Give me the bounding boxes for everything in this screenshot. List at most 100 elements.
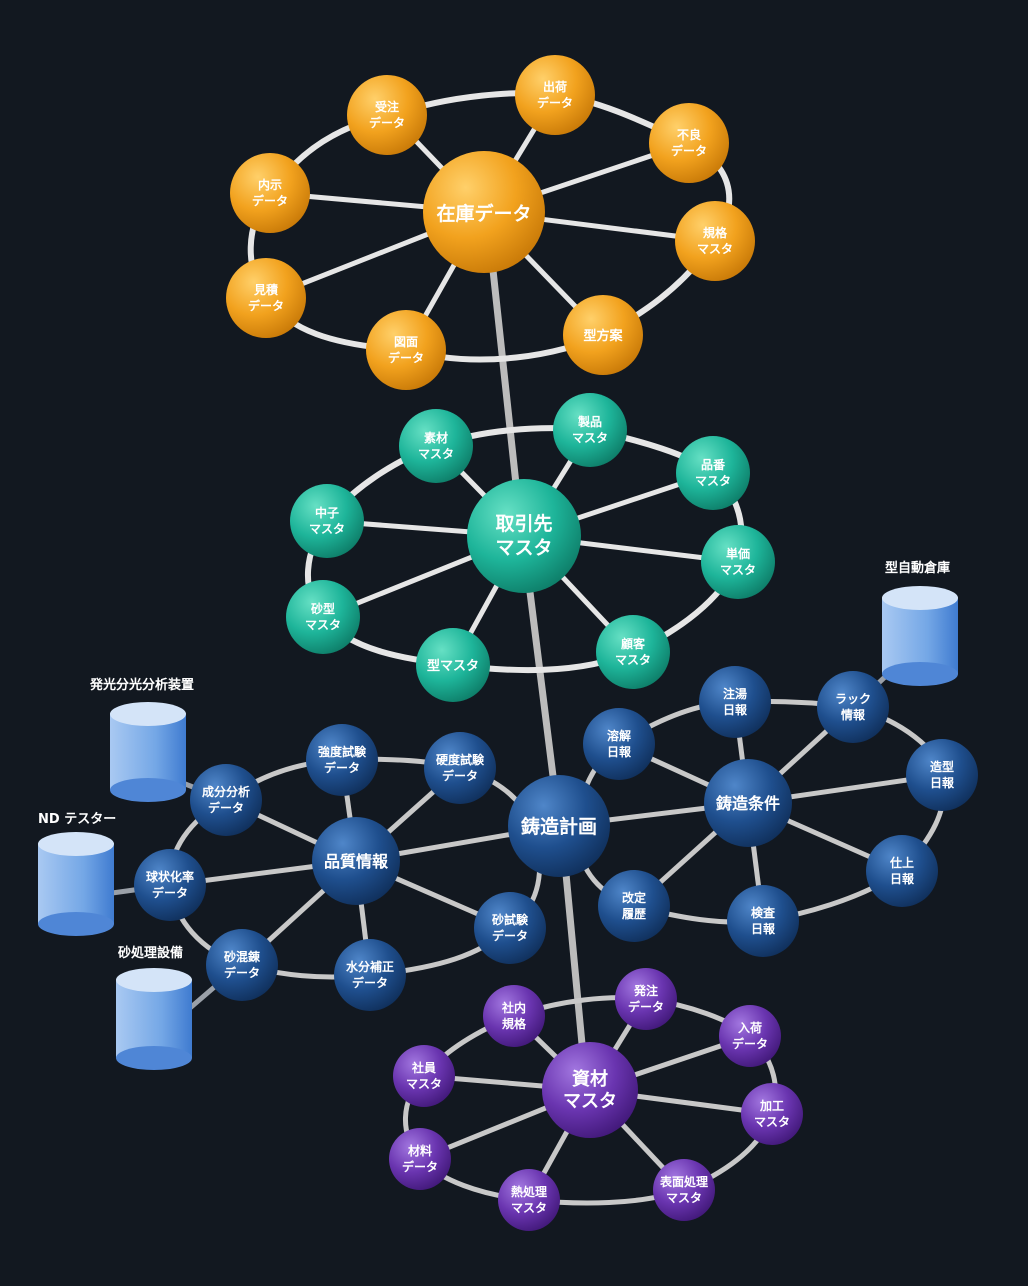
node-sphere bbox=[704, 759, 792, 847]
database-sand-equipment[interactable] bbox=[116, 968, 192, 1070]
database-auto-warehouse[interactable] bbox=[882, 586, 958, 686]
node-sphere bbox=[498, 1169, 560, 1231]
node-label: 材料データ bbox=[402, 1143, 438, 1174]
node-sphere bbox=[347, 75, 427, 155]
database-label-auto-warehouse: 型自動倉庫 bbox=[885, 561, 951, 576]
node-yokai[interactable]: 溶解日報 bbox=[583, 708, 655, 780]
node-juchu[interactable]: 受注データ bbox=[347, 75, 427, 155]
database-spectrometer[interactable] bbox=[110, 702, 186, 802]
node-katahoan[interactable]: 型方案 bbox=[563, 295, 643, 375]
node-sphere bbox=[701, 525, 775, 599]
material-hub[interactable]: 資材マスタ bbox=[542, 1042, 638, 1138]
node-label-line: 社員 bbox=[411, 1060, 436, 1075]
stock-hub[interactable]: 在庫データ bbox=[423, 151, 545, 273]
node-hinban[interactable]: 品番マスタ bbox=[676, 436, 750, 510]
node-sphere bbox=[483, 985, 545, 1047]
node-label-line: データ bbox=[252, 193, 288, 208]
node-label-line: ラック bbox=[835, 692, 871, 706]
node-furyo[interactable]: 不良データ bbox=[649, 103, 729, 183]
node-label: 規格マスタ bbox=[697, 225, 733, 256]
node-shiage[interactable]: 仕上日報 bbox=[866, 835, 938, 907]
node-naiji[interactable]: 内示データ bbox=[230, 153, 310, 233]
node-label: 水分補正データ bbox=[346, 959, 394, 990]
casting-hub[interactable]: 鋳造条件 bbox=[704, 759, 792, 847]
node-suibun[interactable]: 水分補正データ bbox=[334, 939, 406, 1011]
node-zairyo[interactable]: 材料データ bbox=[389, 1128, 451, 1190]
plan-hub-sphere bbox=[508, 775, 610, 877]
node-sphere bbox=[653, 1159, 715, 1221]
node-zokei[interactable]: 造型日報 bbox=[906, 739, 978, 811]
node-label-line: マスタ bbox=[511, 1201, 547, 1215]
node-kako[interactable]: 加工マスタ bbox=[741, 1083, 803, 1145]
node-kokyaku[interactable]: 顧客マスタ bbox=[596, 615, 670, 689]
node-label: 溶解日報 bbox=[607, 728, 632, 759]
node-hyomen[interactable]: 表面処理マスタ bbox=[653, 1159, 715, 1221]
node-kikaku[interactable]: 規格マスタ bbox=[675, 201, 755, 281]
node-seihin[interactable]: 製品マスタ bbox=[553, 393, 627, 467]
database-label-spectrometer: 発光分光分析装置 bbox=[90, 678, 195, 693]
node-netsu[interactable]: 熱処理マスタ bbox=[498, 1169, 560, 1231]
customer-hub[interactable]: 取引先マスタ bbox=[467, 479, 581, 593]
node-zumen[interactable]: 図面データ bbox=[366, 310, 446, 390]
node-label: 熱処理マスタ bbox=[511, 1184, 547, 1215]
stock-hub-sphere bbox=[423, 151, 545, 273]
node-label: 砂型マスタ bbox=[305, 601, 341, 632]
node-nakago[interactable]: 中子マスタ bbox=[290, 484, 364, 558]
node-sphere bbox=[515, 55, 595, 135]
node-label: 入荷データ bbox=[732, 1020, 768, 1051]
node-konren[interactable]: 砂混錬データ bbox=[206, 929, 278, 1001]
node-sphere bbox=[226, 258, 306, 338]
node-label: 不良データ bbox=[671, 127, 707, 158]
node-sunagata[interactable]: 砂型マスタ bbox=[286, 580, 360, 654]
link-customer-plan bbox=[526, 588, 557, 780]
node-nyuka[interactable]: 入荷データ bbox=[719, 1005, 781, 1067]
node-label-line: 砂混錬 bbox=[223, 949, 261, 964]
material-cluster: 資材マスタ 社内規格 発注データ 入荷データ 加工マスタ 表面処理マスタ 熱処理… bbox=[389, 968, 803, 1231]
node-label: 出荷データ bbox=[537, 79, 573, 110]
quality-hub[interactable]: 品質情報 bbox=[312, 817, 400, 905]
node-shanai[interactable]: 社内規格 bbox=[483, 985, 545, 1047]
node-label: 砂試験データ bbox=[491, 912, 529, 943]
node-sphere bbox=[553, 393, 627, 467]
node-sphere bbox=[699, 666, 771, 738]
node-sunashiken[interactable]: 砂試験データ bbox=[474, 892, 546, 964]
node-sphere bbox=[563, 295, 643, 375]
node-label-line: 内示 bbox=[258, 177, 282, 192]
node-label-line: 型マスタ bbox=[427, 658, 479, 674]
node-mitsumori[interactable]: 見積データ bbox=[226, 258, 306, 338]
node-chuto[interactable]: 注湯日報 bbox=[699, 666, 771, 738]
node-katamaster[interactable]: 型マスタ bbox=[416, 628, 490, 702]
node-sozai[interactable]: 素材マスタ bbox=[399, 409, 473, 483]
node-tanka[interactable]: 単価マスタ bbox=[701, 525, 775, 599]
database-cylinder-part bbox=[110, 778, 186, 802]
node-shukka[interactable]: 出荷データ bbox=[515, 55, 595, 135]
node-sphere bbox=[649, 103, 729, 183]
material-hub-sphere bbox=[542, 1042, 638, 1138]
node-sphere bbox=[866, 835, 938, 907]
database-label-sand-equipment: 砂処理設備 bbox=[118, 946, 184, 961]
plan-hub[interactable]: 鋳造計画 bbox=[508, 775, 610, 877]
node-label-line: 製品 bbox=[577, 414, 602, 429]
node-label-line: 溶解 bbox=[607, 728, 631, 743]
node-label-line: データ bbox=[732, 1036, 768, 1051]
database-cylinder-part bbox=[116, 980, 192, 1058]
node-label-line: マスタ bbox=[495, 537, 552, 559]
node-label: 発注データ bbox=[628, 983, 664, 1014]
node-kyujo[interactable]: 球状化率データ bbox=[134, 849, 206, 921]
node-label-line: データ bbox=[537, 95, 573, 110]
node-kaitei[interactable]: 改定履歴 bbox=[598, 870, 670, 942]
node-rack[interactable]: ラック情報 bbox=[817, 671, 889, 743]
database-nd-tester[interactable] bbox=[38, 832, 114, 936]
node-kodo[interactable]: 硬度試験データ bbox=[424, 732, 496, 804]
node-label-line: 材料 bbox=[407, 1143, 432, 1158]
node-hatchu[interactable]: 発注データ bbox=[615, 968, 677, 1030]
node-label-line: 入荷 bbox=[738, 1020, 762, 1035]
node-label-line: データ bbox=[208, 800, 244, 815]
node-label-line: マスタ bbox=[754, 1115, 790, 1129]
node-kensa[interactable]: 検査日報 bbox=[727, 885, 799, 957]
node-label: 中子マスタ bbox=[309, 505, 345, 536]
node-seibun[interactable]: 成分分析データ bbox=[190, 764, 262, 836]
database-cylinder-part bbox=[110, 714, 186, 790]
node-kyodo[interactable]: 強度試験データ bbox=[306, 724, 378, 796]
node-shain[interactable]: 社員マスタ bbox=[393, 1045, 455, 1107]
